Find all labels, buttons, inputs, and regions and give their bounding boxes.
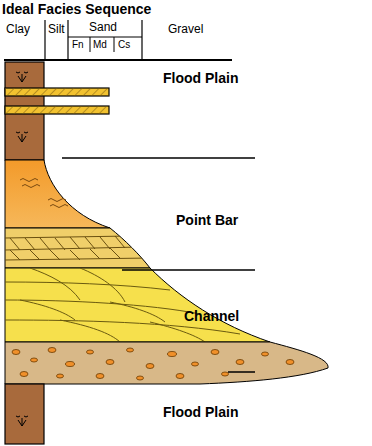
grain-size-subheading: Fn (72, 39, 84, 50)
grain-size-heading: Sand (89, 21, 117, 34)
lower-flood-plain (5, 384, 44, 444)
diagram-title: Ideal Facies Sequence (2, 2, 151, 17)
channel-deposit (5, 268, 270, 342)
grain-size-scale (4, 20, 232, 60)
grain-size-heading: Silt (48, 23, 65, 36)
grain-size-subheading: Md (93, 39, 107, 50)
point-bar-deposit (5, 160, 150, 268)
root-symbols (16, 72, 28, 426)
facies-label: Flood Plain (163, 405, 238, 420)
gravel-lag (5, 342, 328, 384)
grain-size-heading: Clay (6, 23, 30, 36)
facies-label: Point Bar (176, 213, 238, 228)
upper-flood-plain (5, 62, 109, 160)
facies-label: Channel (184, 309, 239, 324)
facies-label: Flood Plain (163, 71, 238, 86)
boundary-lines (62, 158, 255, 372)
grain-size-heading: Gravel (168, 23, 203, 36)
grain-size-subheading: Cs (118, 39, 130, 50)
